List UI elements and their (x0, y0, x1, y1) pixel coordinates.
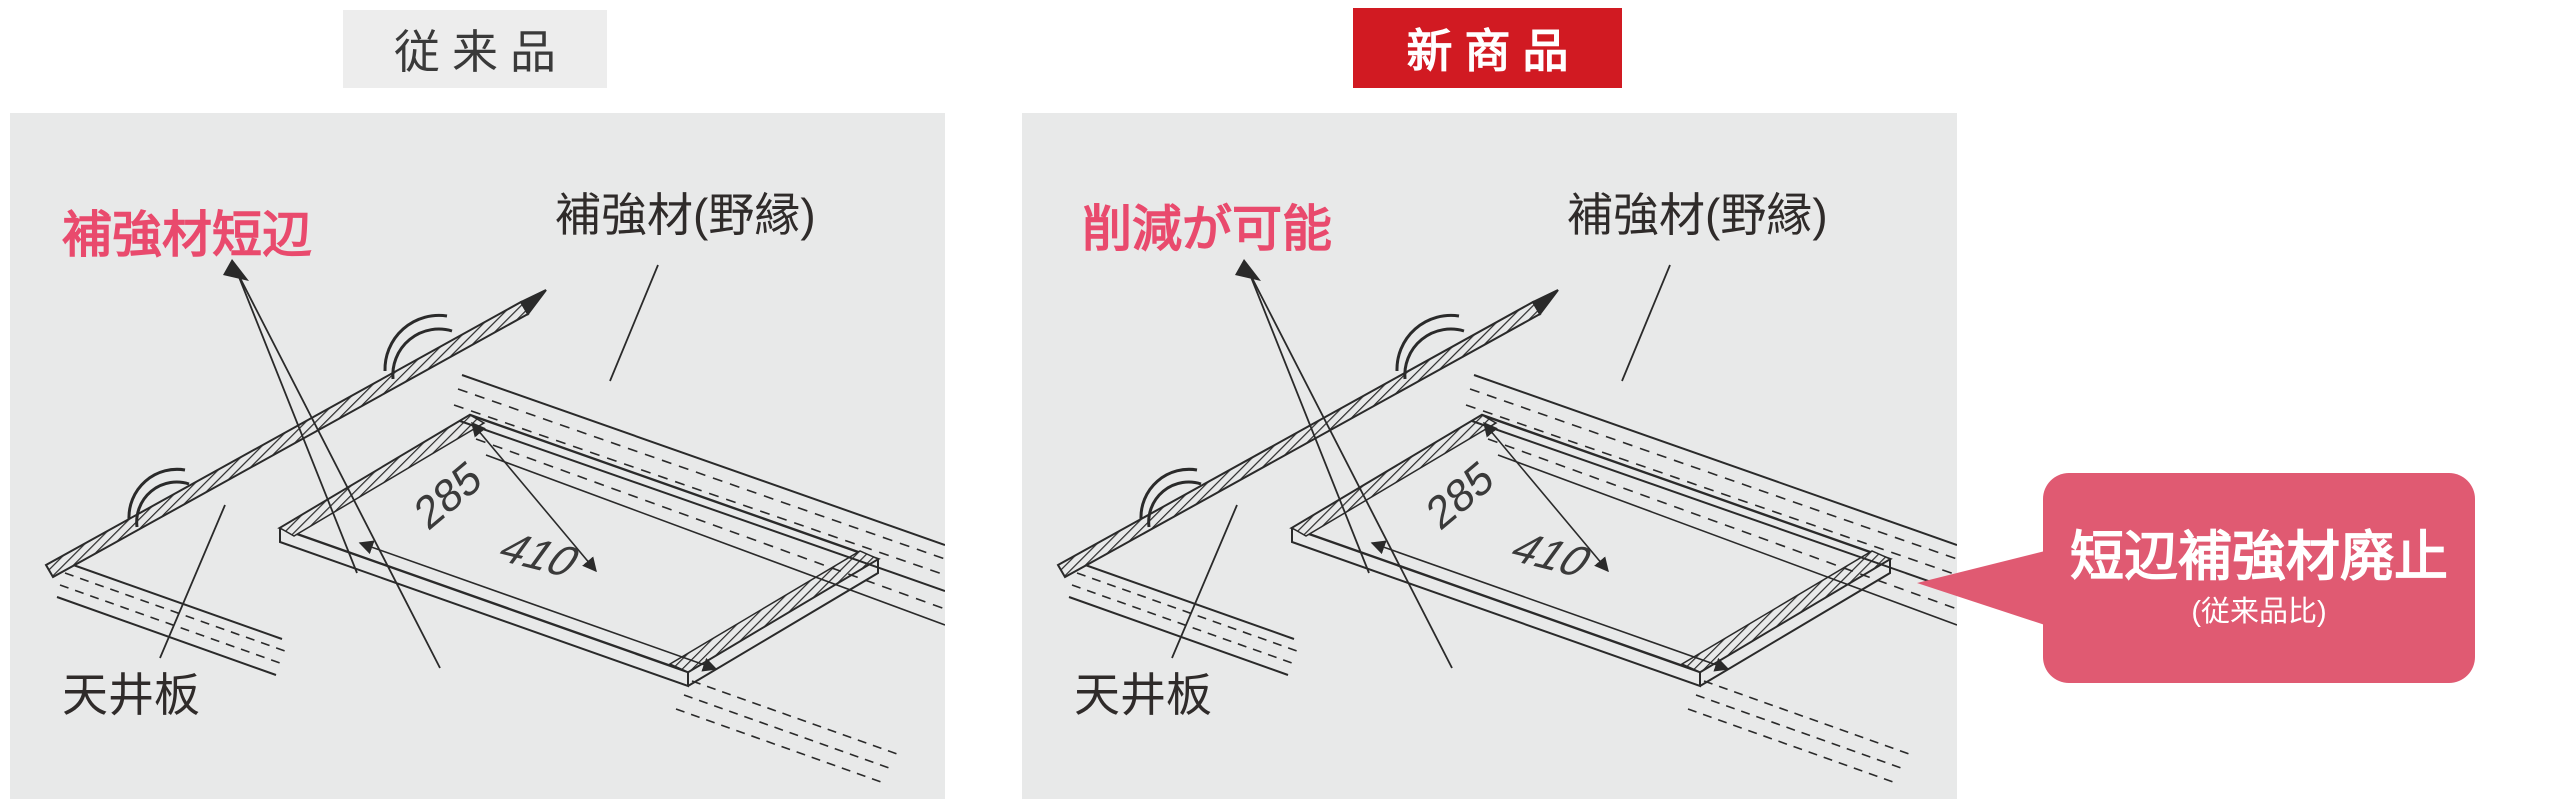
label-reinforcement-joist: 補強材(野縁) (1567, 189, 1828, 241)
label-ceiling-board: 天井板 (62, 669, 200, 721)
label-reinforcement-short-side: 補強材短辺 (62, 207, 312, 263)
leader-arrowhead (1235, 259, 1261, 281)
speech-bubble-tail-icon (1917, 551, 2045, 625)
callout-title: 短辺補強材廃止 (2070, 526, 2448, 587)
callout-subtitle: (従来品比) (2191, 595, 2327, 628)
new-product-isometric-drawing: 285 410 (1056, 259, 1957, 784)
label-ceiling-board: 天井板 (1074, 669, 1212, 721)
new-product-panel: 285 410 削減が可能 補強材(野縁) 天井板 (1022, 113, 1957, 799)
benefit-callout-bubble: 短辺補強材廃止 (従来品比) (1917, 473, 2475, 683)
conventional-product-badge: 従来品 (343, 10, 607, 88)
leader-arrowhead (223, 259, 249, 281)
ceiling-assembly-drawing (44, 259, 945, 784)
label-reinforcement-joist: 補強材(野縁) (555, 189, 816, 241)
new-product-badge: 新商品 (1353, 8, 1622, 88)
conventional-product-panel: 285 410 補強材短辺 補強材(野縁) 天井板 (10, 113, 945, 799)
ceiling-assembly-drawing (1056, 259, 1957, 784)
label-reduction-possible: 削減が可能 (1082, 201, 1332, 257)
conventional-isometric-drawing: 285 410 (44, 259, 945, 784)
